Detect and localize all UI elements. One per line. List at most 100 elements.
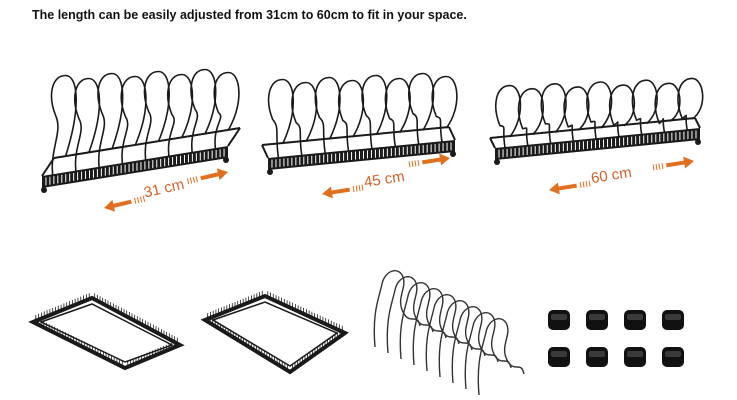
arrow-tick	[655, 163, 658, 170]
rack-divider	[563, 86, 590, 149]
foot-pads	[548, 310, 684, 367]
tray-frame	[200, 293, 349, 375]
rack-foot	[695, 139, 701, 145]
divider-wire	[386, 275, 434, 354]
dimension-label-31: 31 cm	[142, 176, 186, 202]
divider-wire	[399, 281, 447, 360]
rack-3	[489, 77, 704, 165]
arrow-tick	[585, 181, 588, 188]
divider-wire	[451, 305, 499, 384]
rack-base-front	[495, 128, 700, 160]
rack-side-rail	[489, 137, 496, 149]
rack-divider	[50, 74, 77, 183]
divider-wire	[464, 311, 512, 390]
orange-arrow-icon	[549, 180, 591, 195]
rack-divider	[361, 74, 388, 157]
arrow-head	[549, 182, 577, 195]
arrow-tick	[186, 178, 190, 185]
divider-wire	[412, 287, 460, 366]
rack-side-rail	[41, 157, 55, 177]
foot-pad-highlight	[589, 351, 605, 357]
arrow-tick	[582, 181, 585, 188]
dimension-label-45: 45 cm	[363, 168, 406, 191]
orange-arrow-icon	[652, 156, 694, 171]
rack-divider	[517, 87, 545, 153]
rack-divider	[408, 72, 435, 152]
arrow-tick	[134, 197, 137, 204]
arrow-tick	[361, 184, 364, 191]
rack-divider	[167, 73, 194, 164]
divider-wire	[425, 293, 473, 372]
tray-frame	[28, 295, 185, 371]
rack-side-rail	[448, 126, 456, 141]
arrow-tick	[352, 185, 355, 193]
arrow-tick	[139, 196, 143, 203]
arrow-tick	[142, 195, 146, 202]
rack-divider	[213, 71, 240, 157]
tray	[28, 293, 185, 371]
rack-length-label: 31 cm	[142, 176, 186, 202]
rack-foot	[41, 187, 47, 193]
rack-divider	[190, 68, 217, 160]
rack-divider	[631, 79, 658, 142]
rack-back-rail	[261, 126, 450, 146]
arrow-tick	[661, 162, 664, 170]
divider-wire	[477, 317, 525, 396]
rack-back-rail	[53, 127, 241, 159]
page-heading: The length can be easily adjusted from 3…	[32, 8, 467, 22]
foot-pad-highlight	[627, 314, 643, 320]
arrow-head	[666, 156, 694, 169]
foot-pad-highlight	[551, 351, 567, 357]
divider-wire	[438, 299, 486, 378]
orange-arrow-icon	[408, 153, 450, 168]
arrow-head	[322, 186, 350, 199]
arrow-tick	[408, 161, 411, 168]
rack-base-front	[42, 146, 228, 188]
foot-pad-highlight	[589, 314, 605, 320]
orange-arrow-icon	[322, 184, 364, 199]
tray	[200, 291, 349, 375]
rack-divider	[314, 76, 341, 161]
rack-divider	[267, 78, 295, 166]
rack-divider	[74, 77, 101, 179]
foot-pad-highlight	[551, 314, 567, 320]
rack-divider	[431, 75, 458, 150]
arrow-tick	[588, 180, 591, 187]
arrow-tick	[411, 160, 414, 167]
divider-wires	[373, 269, 525, 396]
rack-side-rail	[694, 117, 701, 129]
rack-foot	[450, 151, 456, 157]
dimension-label-60: 60 cm	[590, 164, 633, 187]
foot-pad-highlight	[665, 314, 681, 320]
rack-side-rail	[227, 127, 241, 147]
arrow-tick	[417, 159, 420, 167]
rack-length-label: 60 cm	[590, 164, 633, 187]
rack-divider	[677, 77, 704, 138]
arrow-tick	[414, 160, 417, 167]
rack-1	[41, 68, 241, 193]
arrow-head	[104, 199, 132, 212]
arrow-tick	[195, 176, 198, 183]
rack-divider	[143, 70, 170, 168]
orange-arrow-icon	[104, 195, 146, 212]
rack-length-label: 45 cm	[363, 168, 406, 191]
rack-divider	[384, 77, 411, 154]
foot-pad-highlight	[665, 351, 681, 357]
arrow-tick	[658, 163, 661, 170]
rack-divider	[586, 81, 613, 147]
rack-divider	[540, 82, 567, 151]
rack-divider	[495, 84, 522, 156]
arrow-tick	[358, 185, 361, 192]
rack-divider	[97, 72, 124, 175]
orange-arrow-icon	[186, 168, 228, 185]
arrow-tick	[192, 176, 196, 183]
arrow-tick	[355, 185, 358, 192]
rack-foot	[223, 157, 229, 163]
rack-2	[261, 72, 458, 175]
rack-divider	[291, 81, 318, 163]
rack-divider	[337, 79, 365, 159]
foot-pad-highlight	[627, 351, 643, 357]
arrow-head	[422, 153, 450, 166]
rack-divider	[120, 75, 147, 172]
